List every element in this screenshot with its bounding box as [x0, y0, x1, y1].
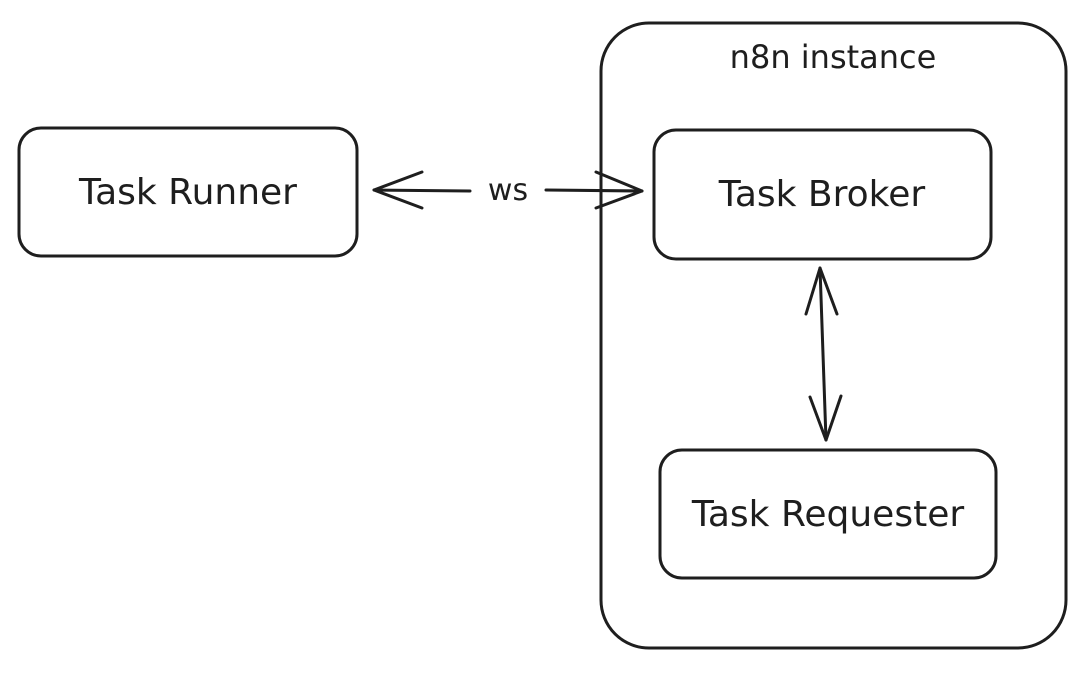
- n8n-instance-label: n8n instance: [730, 38, 937, 76]
- runner-broker-edge[interactable]: ws: [372, 170, 644, 210]
- task-runner-label: Task Runner: [78, 172, 297, 213]
- task-requester-node[interactable]: Task Requester: [658, 448, 998, 580]
- broker-up-arrowhead: [804, 266, 839, 316]
- broker-arrowhead: [594, 170, 644, 210]
- task-broker-box: [652, 128, 993, 261]
- runner-arrowhead: [372, 170, 424, 210]
- broker-requester-edge[interactable]: [804, 266, 843, 442]
- broker-requester-line: [818, 266, 828, 442]
- requester-down-arrowhead: [808, 394, 843, 442]
- task-broker-label: Task Broker: [718, 174, 926, 215]
- n8n-instance-container[interactable]: n8n instance: [599, 21, 1068, 650]
- task-requester-box: [658, 448, 998, 580]
- n8n-instance-frame: [599, 21, 1068, 650]
- task-requester-label: Task Requester: [691, 494, 965, 535]
- task-runner-box: [17, 126, 359, 258]
- runner-broker-line-right: [544, 188, 644, 193]
- task-runner-node[interactable]: Task Runner: [17, 126, 359, 258]
- task-broker-node[interactable]: Task Broker: [652, 128, 993, 261]
- ws-edge-label: ws: [488, 173, 528, 208]
- runner-broker-line-left: [372, 188, 472, 193]
